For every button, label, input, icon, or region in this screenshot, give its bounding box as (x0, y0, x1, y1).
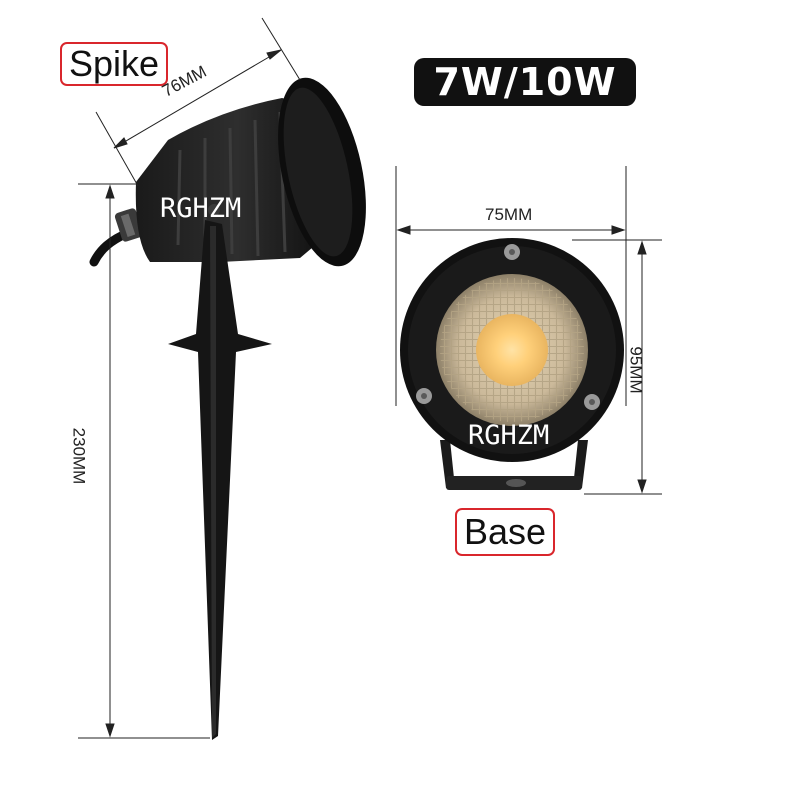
base-label: Base (455, 508, 556, 556)
base-width-label: 75MM (485, 205, 533, 224)
spike-brand-logo: RGHZM (160, 193, 242, 224)
base-fixture-drawing (400, 238, 624, 490)
wattage-badge: 7W/10W (414, 58, 636, 106)
base-height-label: 95MM (626, 346, 646, 394)
base-brand-logo: RGHZM (468, 420, 550, 451)
spike-dimension-lines (78, 17, 301, 739)
base-dimension-lines (395, 166, 662, 495)
spike-label: Spike (60, 42, 169, 86)
spike-fixture-drawing (89, 77, 366, 740)
spike-height-label: 230MM (69, 427, 89, 485)
